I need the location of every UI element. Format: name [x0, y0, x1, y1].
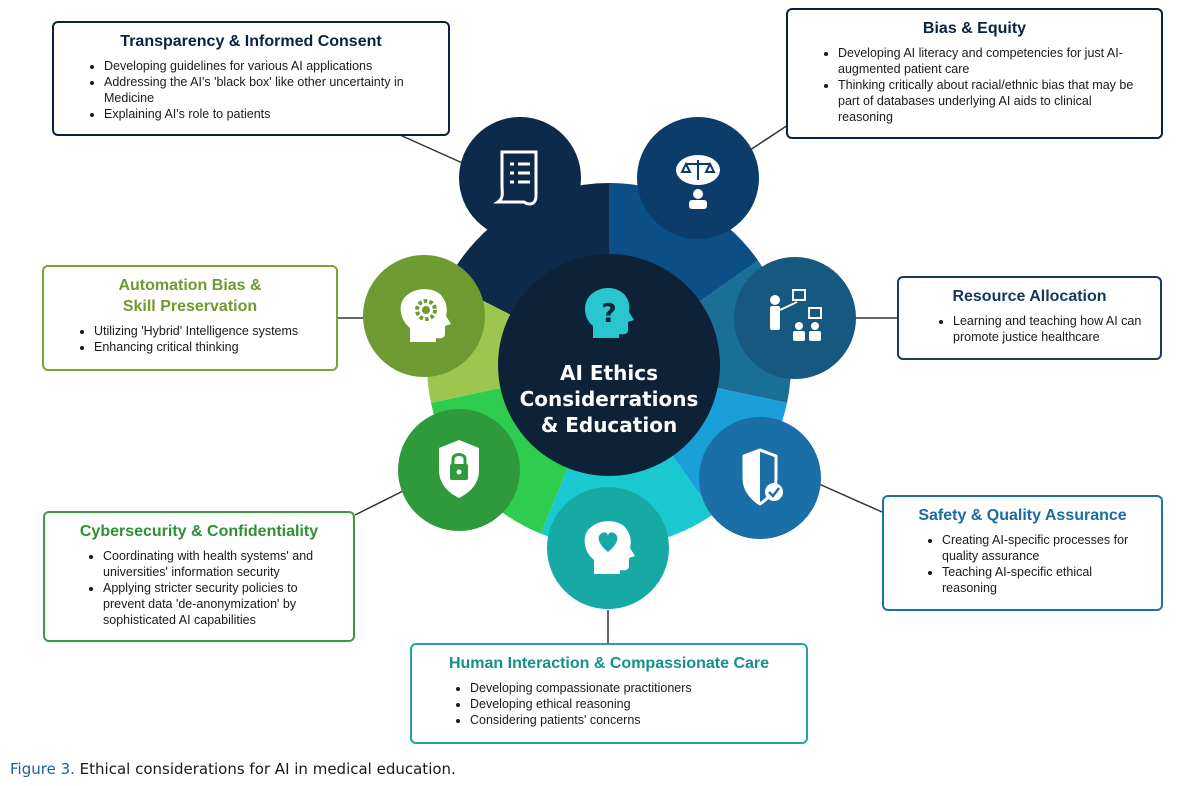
heart-handshake-head-icon	[584, 521, 635, 574]
list-item: Explaining AI's role to patients	[104, 106, 434, 122]
question-head-icon: ?	[585, 288, 634, 338]
list-item: Developing guidelines for various AI app…	[104, 58, 434, 74]
center-line-1: AI Ethics	[560, 361, 658, 385]
safety-box: Safety & Quality Assurance Creating AI-s…	[882, 495, 1163, 611]
list-item: Developing AI literacy and competencies …	[838, 45, 1147, 77]
bias-box: Bias & Equity Developing AI literacy and…	[786, 8, 1163, 139]
transparency-box: Transparency & Informed Consent Developi…	[52, 21, 450, 136]
list-item: Developing ethical reasoning	[470, 696, 792, 712]
shield-check-icon	[742, 448, 783, 506]
list-item: Considering patients' concerns	[470, 712, 792, 728]
safety-title: Safety & Quality Assurance	[918, 507, 1127, 524]
automation-list: Utilizing 'Hybrid' Intelligence systems …	[58, 323, 322, 355]
center-line-3: & Education	[541, 413, 677, 437]
transparency-title: Transparency & Informed Consent	[120, 33, 382, 50]
safety-list: Creating AI-specific processes for quali…	[898, 532, 1147, 596]
bias-list: Developing AI literacy and competencies …	[802, 45, 1147, 125]
presenter-board-icon	[770, 289, 822, 341]
list-item: Thinking critically about racial/ethnic …	[838, 77, 1147, 125]
bias-title: Bias & Equity	[922, 20, 1027, 37]
figure-caption: Figure 3. Ethical considerations for AI …	[10, 760, 456, 778]
list-item: Teaching AI-specific ethical reasoning	[942, 564, 1147, 596]
resource-title: Resource Allocation	[952, 288, 1107, 305]
resource-list: Learning and teaching how AI can promote…	[913, 313, 1146, 345]
center-line-2: Considerrations	[520, 387, 699, 411]
human-list: Developing compassionate practitioners D…	[426, 680, 792, 728]
connector-cyber	[354, 489, 406, 516]
list-item: Addressing the AI's 'black box' like oth…	[104, 74, 434, 106]
cyber-title: Cybersecurity & Confidentiality	[79, 523, 319, 540]
connector-safety	[809, 479, 883, 513]
center-circle	[498, 254, 720, 476]
node-resource	[734, 257, 856, 379]
list-item: Creating AI-specific processes for quali…	[942, 532, 1147, 564]
svg-text:?: ?	[601, 299, 616, 329]
wheel-nodes	[363, 117, 856, 609]
human-title: Human Interaction & Compassionate Care	[448, 655, 770, 672]
figure-text: Ethical considerations for AI in medical…	[79, 760, 456, 778]
list-item: Utilizing 'Hybrid' Intelligence systems	[94, 323, 322, 339]
human-box: Human Interaction & Compassionate Care D…	[410, 643, 808, 744]
list-item: Enhancing critical thinking	[94, 339, 322, 355]
gear-head-icon	[400, 289, 451, 342]
list-item: Learning and teaching how AI can promote…	[953, 313, 1146, 345]
list-item: Coordinating with health systems' and un…	[103, 548, 339, 580]
document-checklist-icon	[493, 150, 538, 206]
list-item: Developing compassionate practitioners	[470, 680, 792, 696]
resource-box: Resource Allocation Learning and teachin…	[897, 276, 1162, 360]
transparency-list: Developing guidelines for various AI app…	[68, 58, 434, 122]
scales-person-icon	[676, 155, 720, 209]
automation-title: Automation Bias & Skill Preservation	[118, 277, 262, 315]
cyber-box: Cybersecurity & Confidentiality Coordina…	[43, 511, 355, 642]
figure-label: Figure 3.	[10, 760, 75, 778]
node-transparency	[459, 117, 581, 239]
shield-lock-icon	[439, 440, 479, 498]
automation-box: Automation Bias & Skill Preservation Uti…	[42, 265, 338, 371]
cyber-list: Coordinating with health systems' and un…	[59, 548, 339, 628]
list-item: Applying stricter security policies to p…	[103, 580, 339, 628]
